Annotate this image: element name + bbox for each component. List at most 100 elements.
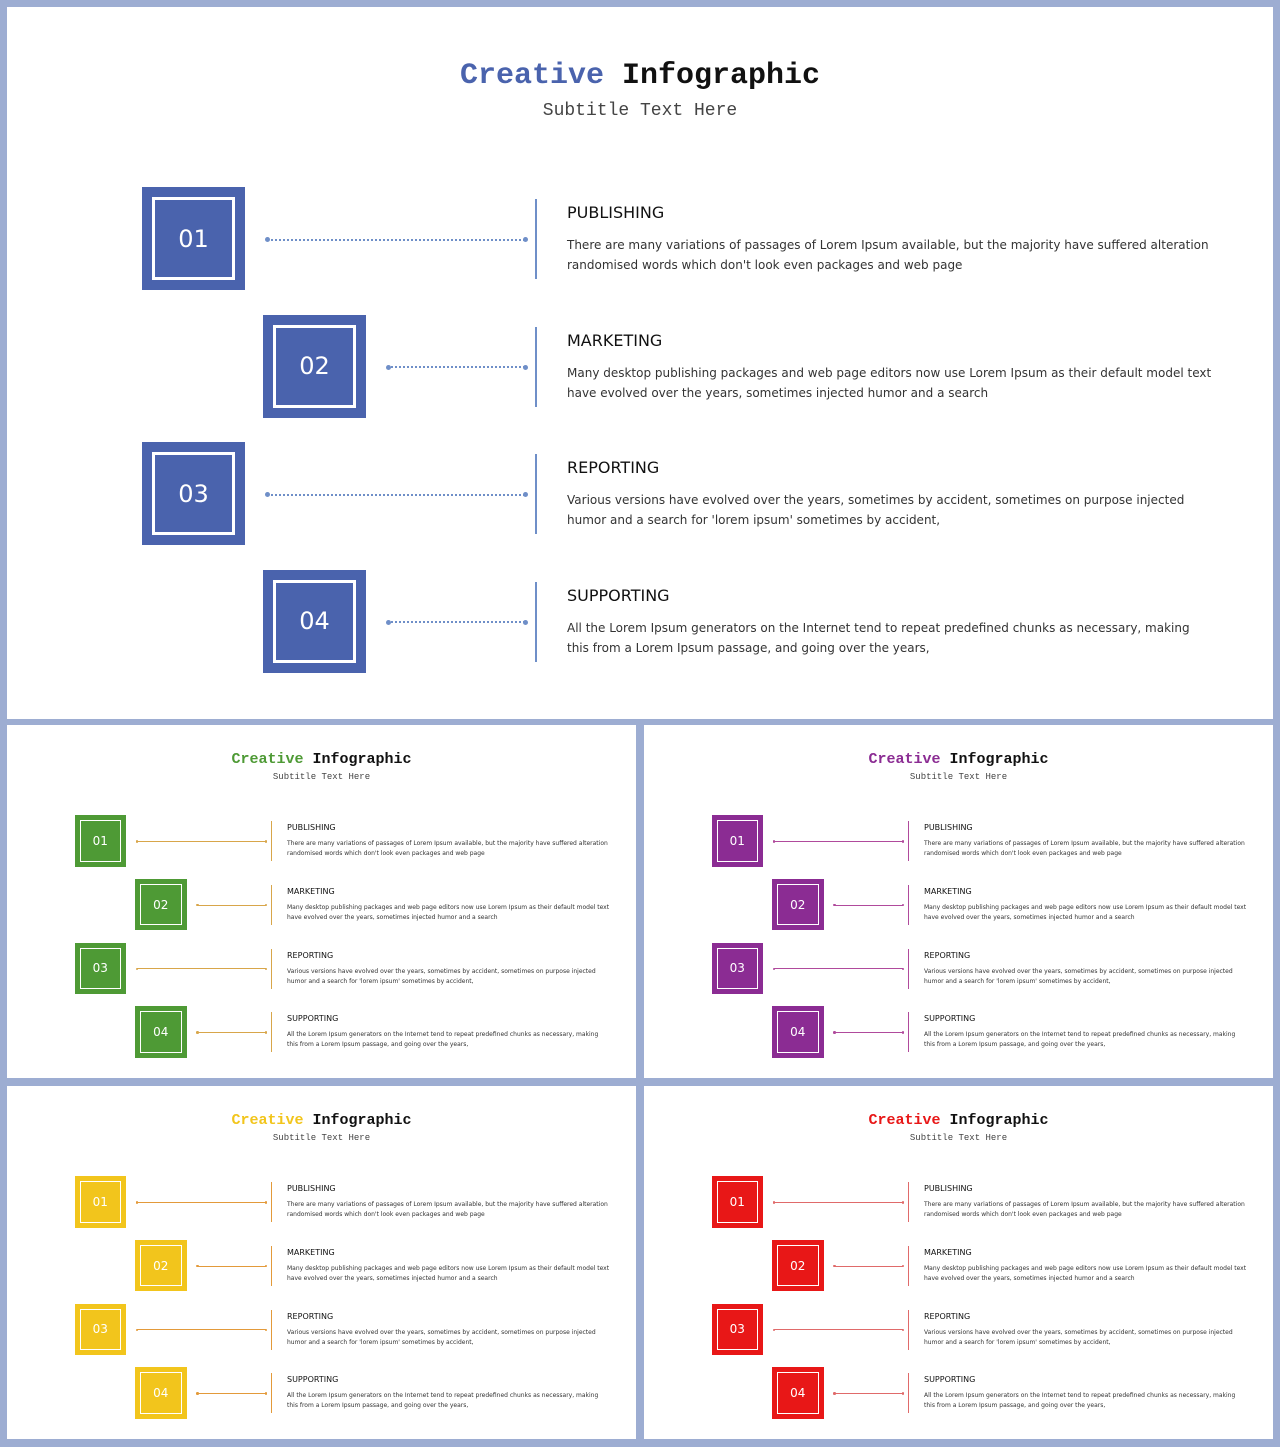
connector-dot-start: [135, 967, 139, 970]
divider-line: [908, 1245, 909, 1286]
divider-line: [271, 1012, 272, 1053]
connector-line: [833, 1392, 905, 1395]
step-box-04: 04: [772, 1006, 824, 1058]
connector-dot-end: [901, 903, 905, 907]
connector-line: [196, 1031, 268, 1034]
item-description: Various versions have evolved over the y…: [567, 490, 1257, 530]
connector-dot-start: [196, 1264, 199, 1268]
title-space: [604, 59, 622, 93]
slide-title: Creative Infographic: [644, 751, 1273, 768]
connector-dot-end: [522, 237, 528, 242]
item-description-line-1: There are many variations of passages of…: [924, 840, 1245, 847]
title-space: [940, 751, 949, 768]
title-main: Infographic: [312, 751, 412, 768]
connector-line: [264, 237, 528, 242]
divider-line: [271, 1245, 272, 1286]
item-title: REPORTING: [924, 950, 971, 960]
item-description: All the Lorem Ipsum generators on the In…: [567, 618, 1257, 658]
connector-dot-start: [772, 967, 776, 970]
item-description-line-1: Various versions have evolved over the y…: [924, 967, 1233, 975]
item-description-line-1: Many desktop publishing packages and web…: [924, 903, 1247, 911]
connector-dot-end: [901, 1392, 905, 1395]
item-description-line-1: Various versions have evolved over the y…: [287, 1328, 596, 1336]
item-description-line-2: have evolved over the years, sometimes i…: [567, 385, 989, 400]
connector-dot-end: [901, 967, 905, 970]
divider-line: [535, 581, 537, 662]
item-description-line-2: have evolved over the years, sometimes i…: [924, 913, 1135, 921]
item-description-line-2: have evolved over the years, sometimes i…: [924, 1274, 1135, 1282]
connector-line: [772, 840, 905, 843]
item-description-line-2: humor and a search for 'lorem ipsum' som…: [287, 977, 474, 985]
step-number: 04: [777, 1011, 819, 1053]
connector-line: [264, 492, 528, 497]
slide-title: Creative Infographic: [7, 1112, 636, 1129]
step-box-02: 02: [135, 878, 187, 931]
connector-dot-end: [264, 1264, 268, 1268]
connector-line: [135, 1201, 268, 1204]
step-number: 03: [79, 1308, 121, 1350]
divider-line: [271, 1373, 272, 1414]
step-number: 03: [716, 1308, 758, 1350]
item-description-line-1: Many desktop publishing packages and web…: [924, 1264, 1247, 1272]
item-title: MARKETING: [567, 330, 663, 350]
step-box-01: 01: [711, 815, 763, 867]
connector-dot-start: [196, 903, 199, 907]
connector-dot-end: [901, 1328, 905, 1331]
connector-dot-end: [901, 1031, 905, 1034]
step-number: 02: [140, 1244, 182, 1287]
title-accent: Creative: [231, 1112, 304, 1129]
item-description-line-1: Various versions have evolved over the y…: [567, 493, 1185, 507]
item-description: All the Lorem Ipsum generators on the In…: [287, 1391, 632, 1411]
connector-line: [833, 1264, 905, 1268]
step-number: 03: [152, 452, 235, 535]
item-description-line-2: randomised words which don't look even p…: [924, 1211, 1122, 1218]
item-description-line-2: humor and a search for 'lorem ipsum' som…: [924, 1338, 1111, 1346]
step-box-04: 04: [135, 1006, 187, 1058]
step-box-01: 01: [142, 187, 245, 290]
connector-dot-start: [833, 1031, 836, 1034]
step-box-03: 03: [74, 942, 126, 994]
item-description: There are many variations of passages of…: [567, 235, 1257, 275]
connector-line: [135, 840, 268, 843]
item-description-line-2: this from a Lorem Ipsum passage, and goi…: [924, 1402, 1106, 1410]
title-space: [303, 1112, 312, 1129]
step-box-03: 03: [142, 442, 245, 545]
connector-dot-start: [772, 840, 776, 843]
divider-line: [908, 821, 909, 861]
connector-line: [135, 967, 268, 970]
connector-dot-start: [772, 1201, 776, 1204]
divider-line: [271, 884, 272, 925]
title-space: [303, 751, 312, 768]
step-box-04: 04: [772, 1367, 824, 1419]
connector-dot-start: [385, 619, 391, 625]
item-description: All the Lorem Ipsum generators on the In…: [924, 1030, 1269, 1050]
item-title: MARKETING: [287, 886, 335, 896]
item-description-line-1: There are many variations of passages of…: [287, 840, 608, 847]
slide-subtitle: Subtitle Text Here: [909, 772, 1008, 782]
item-description-line-1: All the Lorem Ipsum generators on the In…: [287, 1031, 599, 1039]
item-description-line-2: humor and a search for 'lorem ipsum' som…: [287, 1338, 474, 1346]
connector-dot-end: [264, 1031, 268, 1034]
connector-dot-end: [264, 1392, 268, 1395]
connector-line: [196, 903, 268, 907]
step-box-01: 01: [74, 1176, 126, 1228]
step-number: 02: [140, 883, 182, 926]
step-box-02: 02: [772, 1239, 824, 1292]
divider-line: [535, 199, 537, 279]
title-accent: Creative: [459, 59, 604, 93]
item-title: PUBLISHING: [287, 1184, 336, 1193]
title-accent: Creative: [868, 1112, 941, 1129]
step-number: 04: [140, 1011, 182, 1053]
item-title: PUBLISHING: [924, 1184, 973, 1193]
item-description-line-1: All the Lorem Ipsum generators on the In…: [287, 1392, 599, 1400]
divider-line: [908, 1012, 909, 1053]
item-description-line-1: Many desktop publishing packages and web…: [567, 365, 1212, 380]
connector-line: [385, 364, 528, 370]
item-description-line-1: All the Lorem Ipsum generators on the In…: [924, 1031, 1236, 1039]
item-title: MARKETING: [287, 1247, 335, 1257]
step-box-03: 03: [711, 942, 763, 994]
title-main: Infographic: [949, 751, 1049, 768]
divider-line: [271, 1182, 272, 1222]
item-description: There are many variations of passages of…: [287, 839, 632, 859]
